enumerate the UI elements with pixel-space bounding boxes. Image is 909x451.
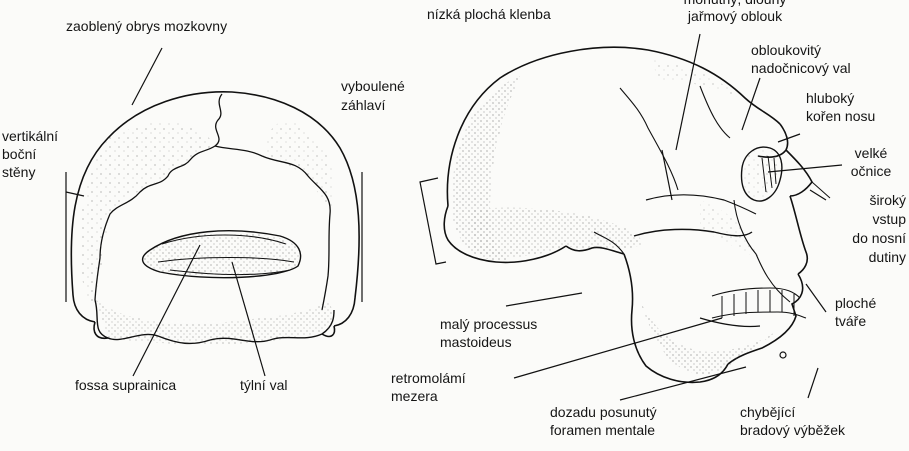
label-tylni-val: týlní val: [240, 377, 287, 394]
label-vyboulene-zahlavi: vyboulené záhlaví: [341, 77, 405, 115]
label-siroky-vstup: široký vstup do nosní dutiny: [800, 191, 906, 267]
label-nizka-klenba: nízká plochá klenba: [427, 6, 551, 23]
teeth: [712, 288, 800, 298]
label-nadocnicovy-val: obloukovitý nadočnicový val: [751, 41, 851, 77]
label-ploche-tvare: ploché tváře: [835, 294, 876, 330]
label-retromolarni-mezera: retromolámí mezera: [391, 369, 466, 405]
nose-root: [786, 150, 812, 196]
label-processus-mastoideus: malý processus mastoideus: [440, 315, 537, 351]
label-zaobleny-obrys: zaoblený obrys mozkovny: [66, 18, 227, 35]
label-foramen-mentale: dozadu posunutý foramen mentale: [550, 403, 657, 439]
label-velke-ocnice: velké očnice: [834, 144, 908, 180]
label-hluboky-koren-nosu: hluboký kořen nosu: [806, 89, 875, 125]
label-vertikalni-stena: vertikální boční stěny: [2, 127, 58, 181]
foramen-mentale: [780, 352, 786, 358]
label-jarmovy-oblouk: mohutný, dlouhý jařmový oblouk: [660, 0, 810, 25]
label-bradovy-vybezek: chybějící bradový výběžek: [740, 403, 845, 439]
rear-view-skull: [66, 92, 362, 344]
label-fossa-suprainica: fossa suprainica: [75, 377, 176, 394]
